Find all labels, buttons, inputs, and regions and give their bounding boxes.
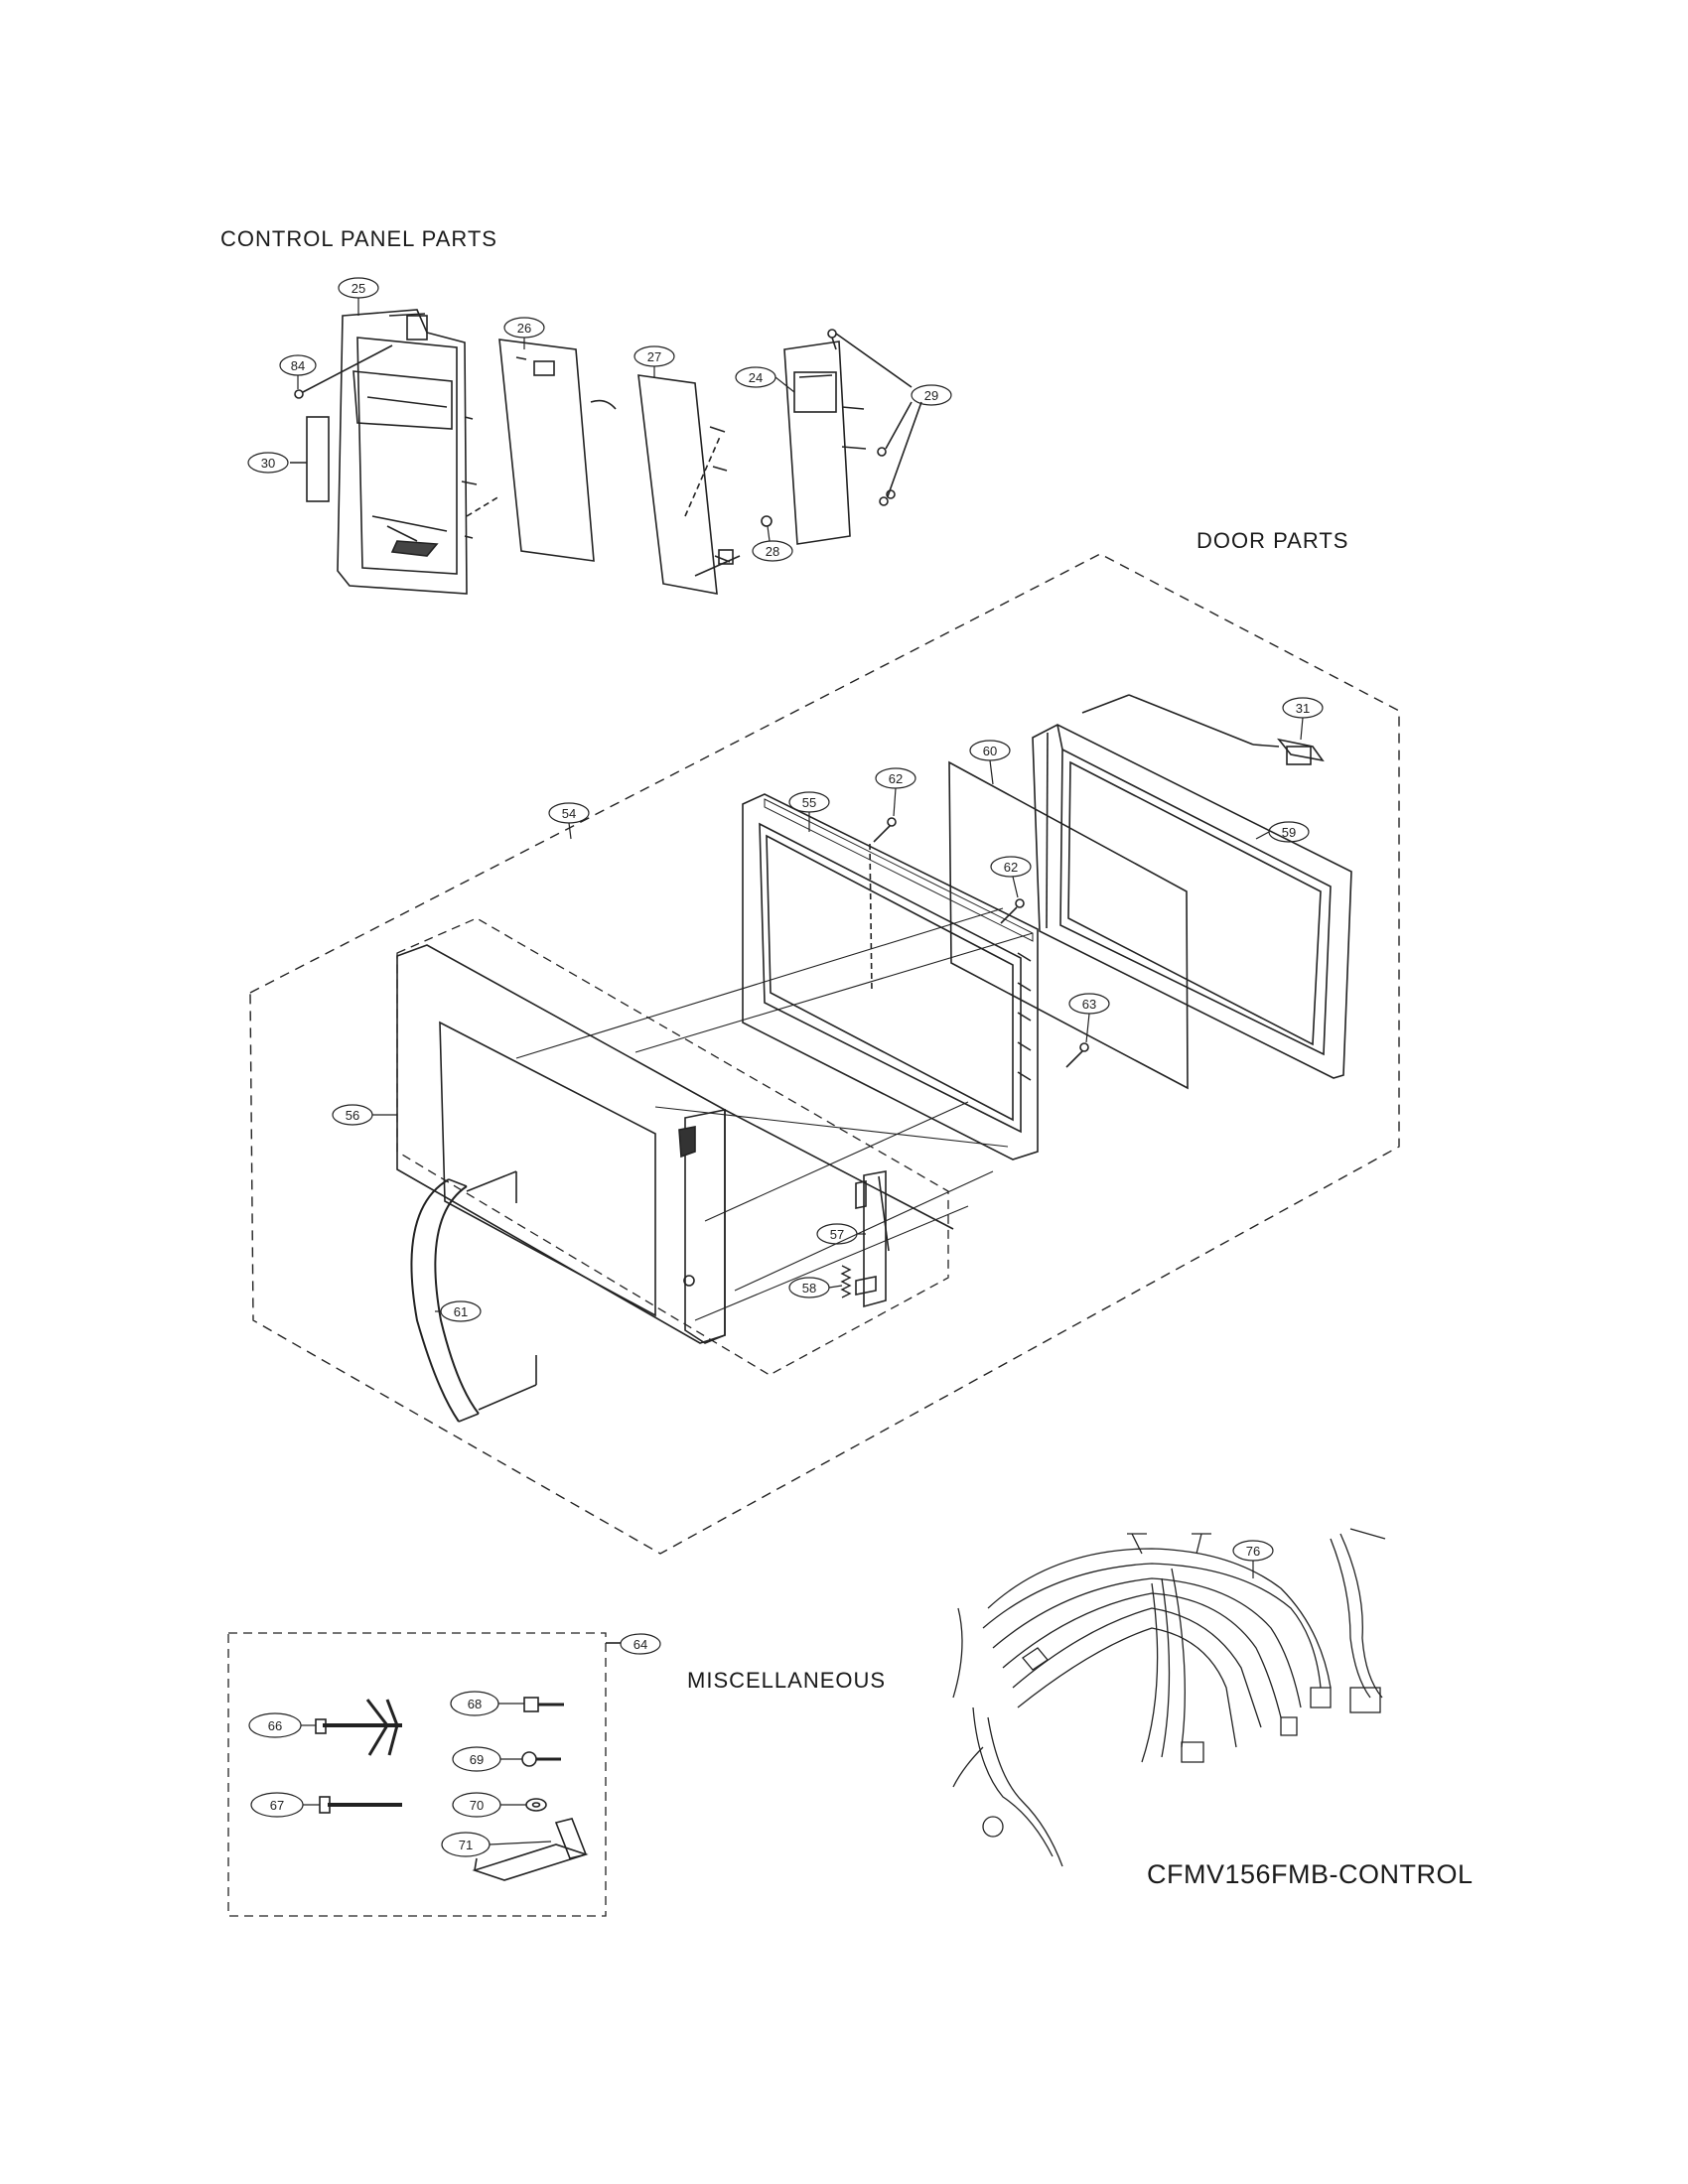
pcb-screws	[827, 329, 922, 506]
callout-67-label: 67	[270, 1798, 284, 1813]
washer	[525, 1798, 547, 1812]
callout-26-label: 26	[517, 321, 531, 336]
callout-71: 71	[441, 1832, 552, 1857]
callout-58: 58	[788, 1277, 843, 1298]
callout-29: 29	[911, 384, 952, 406]
callout-26: 26	[503, 317, 545, 349]
callout-71-label: 71	[459, 1838, 473, 1852]
callout-62-top-label: 62	[889, 771, 903, 786]
callout-70: 70	[452, 1792, 526, 1818]
misc-boundary	[227, 1632, 607, 1917]
control-panel-parts-title: CONTROL PANEL PARTS	[220, 226, 497, 251]
callout-31: 31	[1282, 697, 1324, 741]
callout-61-label: 61	[454, 1304, 468, 1319]
callout-28-label: 28	[766, 544, 779, 559]
callout-66-label: 66	[268, 1718, 282, 1733]
callout-60: 60	[969, 740, 1011, 785]
screw-68	[523, 1697, 564, 1712]
door-group	[249, 553, 1400, 1555]
callout-27-label: 27	[647, 349, 661, 364]
screw-28	[761, 515, 773, 527]
door-choke-frame	[742, 793, 1039, 1160]
callout-55-label: 55	[802, 795, 816, 810]
callout-27: 27	[633, 345, 675, 377]
callout-57: 57	[816, 1223, 866, 1245]
door-parts-boundary	[249, 553, 1400, 1555]
callout-55: 55	[788, 791, 830, 832]
callout-54: 54	[548, 802, 590, 840]
callout-30-label: 30	[261, 456, 275, 471]
callout-31-label: 31	[1296, 701, 1310, 716]
door-front-panel	[396, 944, 954, 1344]
misc-group	[227, 1632, 621, 1917]
screw-69	[521, 1751, 561, 1767]
callout-30: 30	[247, 452, 289, 474]
callout-68-label: 68	[468, 1697, 482, 1711]
callout-67: 67	[250, 1792, 320, 1818]
callout-62-bottom-label: 62	[1004, 860, 1018, 875]
pcb-bracket	[637, 374, 741, 595]
callout-70-label: 70	[470, 1798, 484, 1813]
miscellaneous-title: MISCELLANEOUS	[687, 1668, 887, 1693]
callout-64: 64	[620, 1633, 661, 1655]
callout-29-label: 29	[924, 388, 938, 403]
door-screw-63	[1065, 1042, 1089, 1068]
door-handle	[410, 1170, 537, 1423]
callout-69: 69	[452, 1746, 522, 1772]
door-parts-title: DOOR PARTS	[1196, 528, 1349, 553]
model-label: CFMV156FMB-CONTROL	[1147, 1859, 1474, 1889]
door-window-glass	[948, 760, 1189, 1090]
callouts: 25 84 30 26 27 24 29 28 54 55 62 62 60 3…	[247, 277, 1324, 1857]
callout-56: 56	[332, 1104, 397, 1126]
display-pcb	[783, 341, 867, 545]
callout-57-label: 57	[830, 1227, 844, 1242]
door-screws-62	[869, 817, 1025, 994]
callout-69-label: 69	[470, 1752, 484, 1767]
latch-part	[1081, 694, 1325, 765]
callout-68: 68	[450, 1691, 524, 1716]
callout-58-label: 58	[802, 1281, 816, 1296]
screw-84	[294, 344, 393, 399]
control-panel-group	[290, 309, 922, 595]
control-panel-frame	[337, 309, 478, 595]
alignment-lines	[515, 907, 1034, 1321]
callout-62-bottom: 62	[990, 856, 1032, 898]
callout-59-label: 59	[1282, 825, 1296, 840]
latch-spring	[840, 1265, 852, 1298]
callout-25-label: 25	[352, 281, 365, 296]
callout-25: 25	[338, 277, 379, 316]
callout-59: 59	[1255, 821, 1310, 843]
callout-63-label: 63	[1082, 997, 1096, 1012]
wire-harness	[952, 1528, 1386, 1867]
callout-62-top: 62	[875, 767, 916, 817]
callout-61: 61	[435, 1300, 482, 1322]
callout-84-label: 84	[291, 358, 305, 373]
callout-60-label: 60	[983, 744, 997, 758]
latch-lever	[855, 1170, 890, 1308]
callout-76: 76	[1232, 1540, 1274, 1578]
callout-66: 66	[248, 1712, 316, 1738]
callout-24: 24	[735, 366, 795, 393]
toggle-bolt	[315, 1699, 402, 1756]
long-screw	[319, 1796, 402, 1814]
callout-54-label: 54	[562, 806, 576, 821]
panel-label-sticker	[306, 416, 330, 502]
callout-24-label: 24	[749, 370, 763, 385]
membrane-sheet	[466, 339, 617, 562]
callout-56-label: 56	[346, 1108, 359, 1123]
callout-28: 28	[752, 525, 793, 562]
mounting-bracket	[472, 1818, 589, 1881]
callout-76-label: 76	[1246, 1544, 1260, 1559]
callout-84: 84	[279, 354, 317, 389]
callout-63: 63	[1068, 993, 1110, 1043]
door-screen-frame	[1032, 724, 1352, 1079]
callout-64-label: 64	[633, 1637, 647, 1652]
